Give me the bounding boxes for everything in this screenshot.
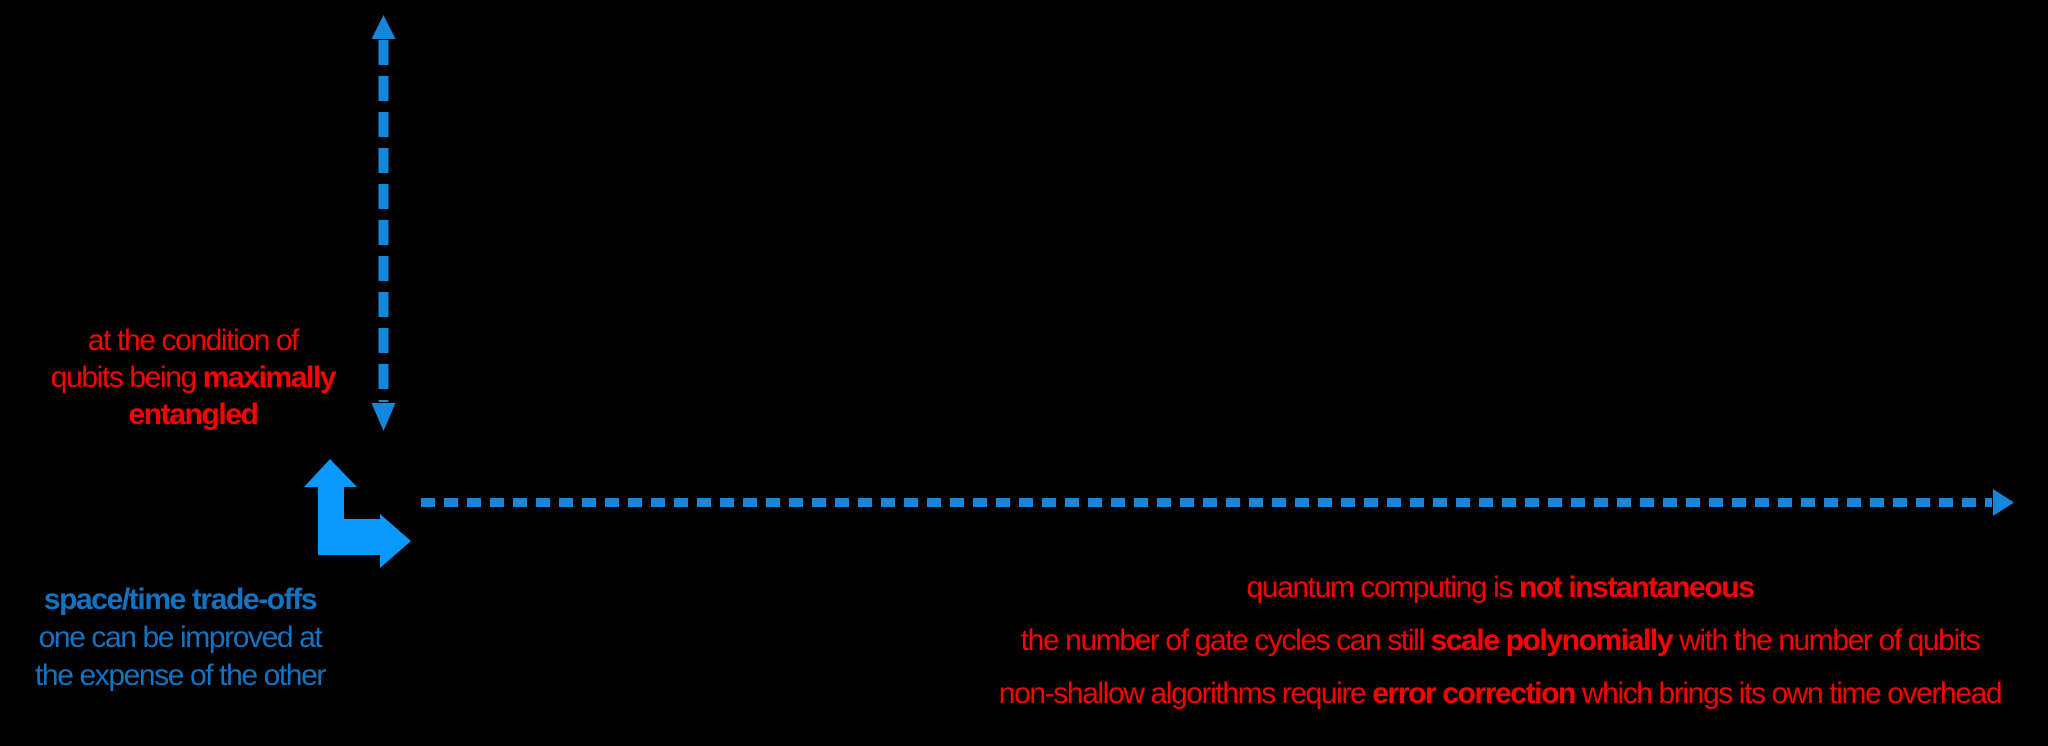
emphasis-text: not instantaneous	[1518, 571, 1755, 604]
text-line: space/time trade-offs	[5, 581, 355, 619]
space-time-tradeoff-arrow-icon	[304, 459, 411, 568]
space-time-tradeoff-note: space/time trade-offs one can be improved…	[5, 581, 355, 695]
vertical-axis-up-arrowhead-icon	[371, 15, 396, 39]
emphasis-text: entangled	[128, 398, 258, 431]
plain-text: the expense of the other	[35, 659, 326, 692]
text-line: non-shallow algorithms require error cor…	[950, 667, 2048, 720]
emphasis-text: scale polynomially	[1430, 624, 1674, 657]
emphasis-text: error correction	[1372, 677, 1576, 710]
plain-text: qubits being	[50, 361, 203, 394]
plain-text: with the number of qubits	[1672, 624, 1981, 657]
vertical-axis-down-arrowhead-icon	[371, 403, 396, 431]
text-line: the expense of the other	[5, 657, 355, 695]
plain-text: quantum computing is	[1246, 571, 1519, 604]
plain-text: which brings its own time overhead	[1574, 677, 2003, 710]
plain-text: the number of gate cycles can still	[1020, 624, 1431, 657]
plain-text: non-shallow algorithms require	[998, 677, 1373, 710]
text-line: quantum computing is not instantaneous	[950, 561, 2048, 614]
emphasis-text: maximally	[202, 361, 337, 394]
text-line: the number of gate cycles can still scal…	[950, 614, 2048, 667]
text-line: qubits being maximally	[18, 359, 368, 396]
text-line: entangled	[18, 396, 368, 433]
text-line: one can be improved at	[5, 619, 355, 657]
plain-text: at the condition of	[87, 324, 300, 357]
text-line: at the condition of	[18, 322, 368, 359]
horizontal-axis-right-arrowhead-icon	[1993, 489, 2014, 516]
plain-text: one can be improved at	[38, 621, 323, 654]
emphasis-text: space/time trade-offs	[43, 583, 318, 616]
